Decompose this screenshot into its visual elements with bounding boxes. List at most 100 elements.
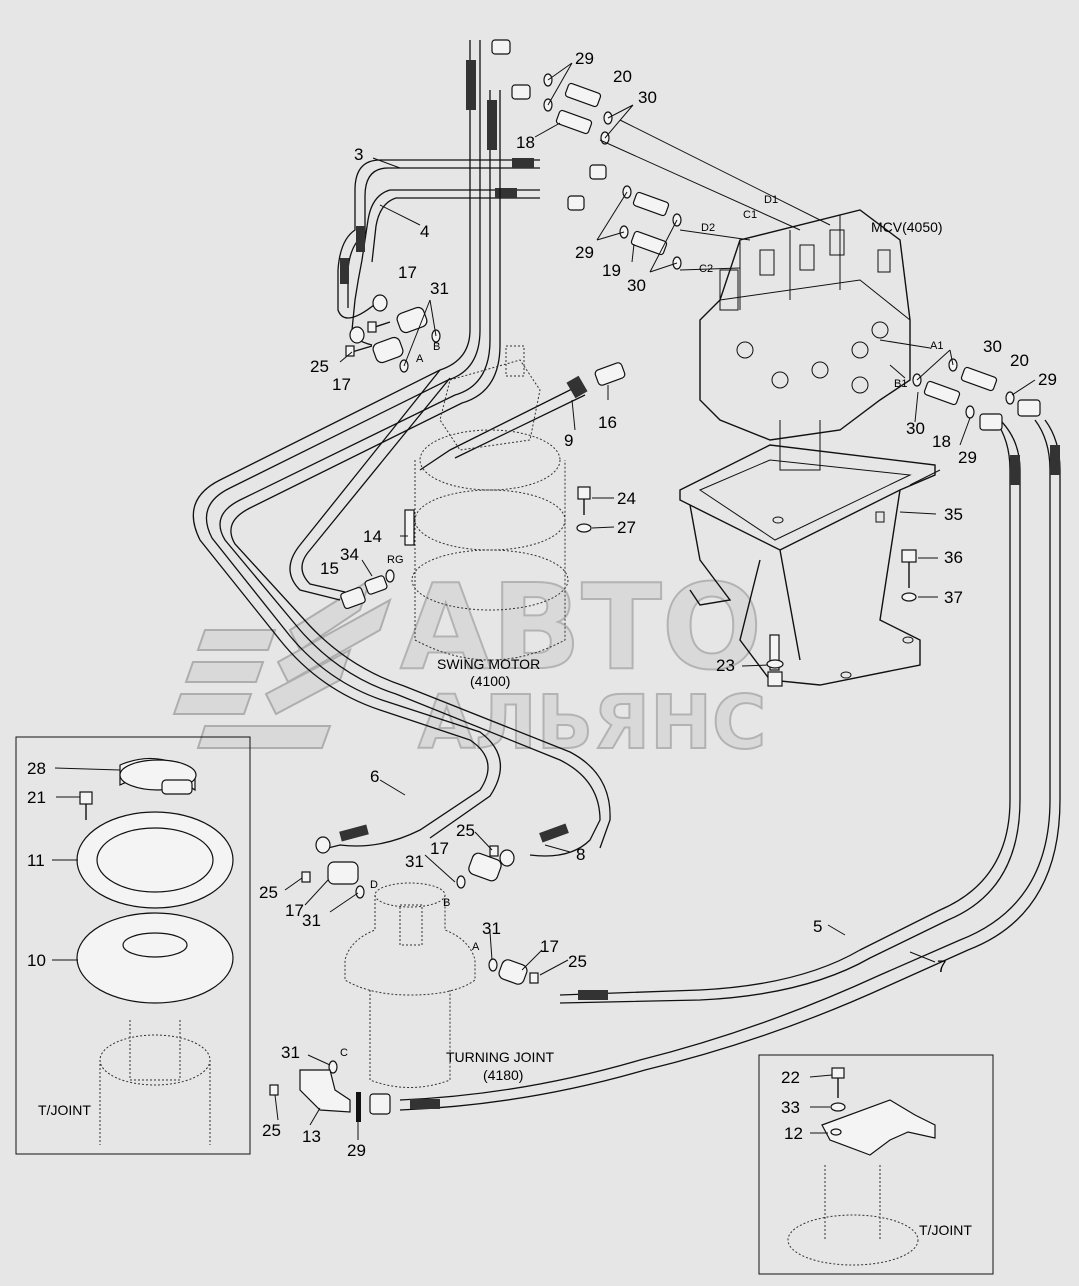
callout-31: 31 [405,852,424,871]
callout-19: 19 [602,261,621,280]
left-inset: T/JOINT [15,736,251,1155]
callout-16: 16 [598,413,617,432]
fittings [269,39,1041,1122]
right-inset-caption: T/JOINT [919,1222,972,1238]
hose-sleeve [1010,455,1020,485]
connector-20 [960,366,998,392]
hose-5-sleeve [578,990,608,1000]
callout-29: 29 [958,448,977,467]
callout-11: 11 [27,851,45,870]
flange-17 [468,852,502,882]
callout-30: 30 [983,337,1002,356]
hose-7-sleeve [410,1099,440,1109]
callout-17: 17 [332,375,351,394]
callout-25: 25 [310,357,329,376]
callout-5: 5 [813,917,822,936]
swing-motor-code: (4100) [470,673,510,689]
hose-6-sleeve [339,824,369,842]
hose-9-fitting [566,375,588,399]
hose-sleeve [356,226,365,252]
component-labels: MCV(4050) SWING MOTOR (4100) TURNING JOI… [437,219,943,1083]
callout-22: 22 [781,1068,800,1087]
callout-13: 13 [302,1127,321,1146]
right-inset: T/JOINT [758,1054,994,1275]
connector-18 [555,109,593,135]
port-d2: D2 [701,222,715,234]
fitting [979,413,1003,431]
hose-4-sleeve [495,188,517,198]
fitting [1017,399,1041,417]
callout-15: 15 [320,559,339,578]
callout-29: 29 [347,1141,366,1160]
flange-17 [498,959,528,985]
turning-joint [344,882,476,1088]
watermark-line2: АЛЬЯНС [418,680,766,766]
callout-12: 12 [784,1124,803,1143]
callout-7: 7 [937,957,946,976]
callout-24: 24 [617,489,636,508]
port-c2: C2 [699,263,713,275]
hose-group-main [192,40,1061,1111]
callout-29: 29 [575,243,594,262]
elbow-13 [299,1069,351,1113]
callout-25: 25 [568,952,587,971]
callout-33: 33 [781,1098,800,1117]
callout-30: 30 [906,419,925,438]
mcv-label: MCV(4050) [871,219,943,235]
port-a1: A1 [930,340,943,352]
port-a-low: A [472,941,480,953]
callout-4: 4 [420,222,429,241]
callout-21: 21 [27,788,46,807]
callout-17: 17 [285,901,304,920]
port-rg: RG [387,554,404,566]
callout-20: 20 [1010,351,1029,370]
callout-37: 37 [944,588,963,607]
hose-sleeve [1050,445,1060,475]
callout-30: 30 [627,276,646,295]
fitting [589,164,607,180]
port-b-low: B [443,897,450,909]
callout-35: 35 [944,505,963,524]
callout-17: 17 [430,839,449,858]
connector-19 [630,230,668,256]
callout-9: 9 [564,431,573,450]
callout-23: 23 [716,656,735,675]
fitting [511,84,531,100]
leader-lines [52,62,1036,1140]
callout-18: 18 [516,133,535,152]
callout-20: 20 [613,67,632,86]
callout-25: 25 [456,821,475,840]
callout-6: 6 [370,767,379,786]
swing-motor [411,345,569,661]
callout-25: 25 [262,1121,281,1140]
callout-36: 36 [944,548,963,567]
port-b-top: B [433,341,440,353]
callout-17: 17 [540,937,559,956]
fitting-15 [340,586,366,610]
callout-31: 31 [281,1043,300,1062]
flange-17 [372,336,404,364]
callout-8: 8 [576,845,585,864]
callout-34: 34 [340,545,359,564]
callout-numbers: 29 20 30 18 3 4 29 19 30 17 31 25 17 16 … [27,49,1057,1160]
connector-19 [632,191,670,217]
left-inset-caption: T/JOINT [38,1102,91,1118]
callout-30: 30 [638,88,657,107]
hose-3-sleeve [512,158,534,168]
callout-31: 31 [430,279,449,298]
fitting-15 [364,575,388,595]
callout-17: 17 [398,263,417,282]
callout-27: 27 [617,518,636,537]
callout-14: 14 [363,527,382,546]
main-control-valve [699,209,911,471]
watermark: АВТО АЛЬЯНС [172,557,767,767]
flange-17 [327,861,359,885]
port-c-low: C [340,1047,348,1059]
port-d-low: D [370,879,378,891]
turning-joint-code: (4180) [483,1067,523,1083]
flange-17 [396,306,428,334]
hose-8-sleeve [539,823,569,843]
callout-29: 29 [575,49,594,68]
port-b1: B1 [894,378,907,390]
